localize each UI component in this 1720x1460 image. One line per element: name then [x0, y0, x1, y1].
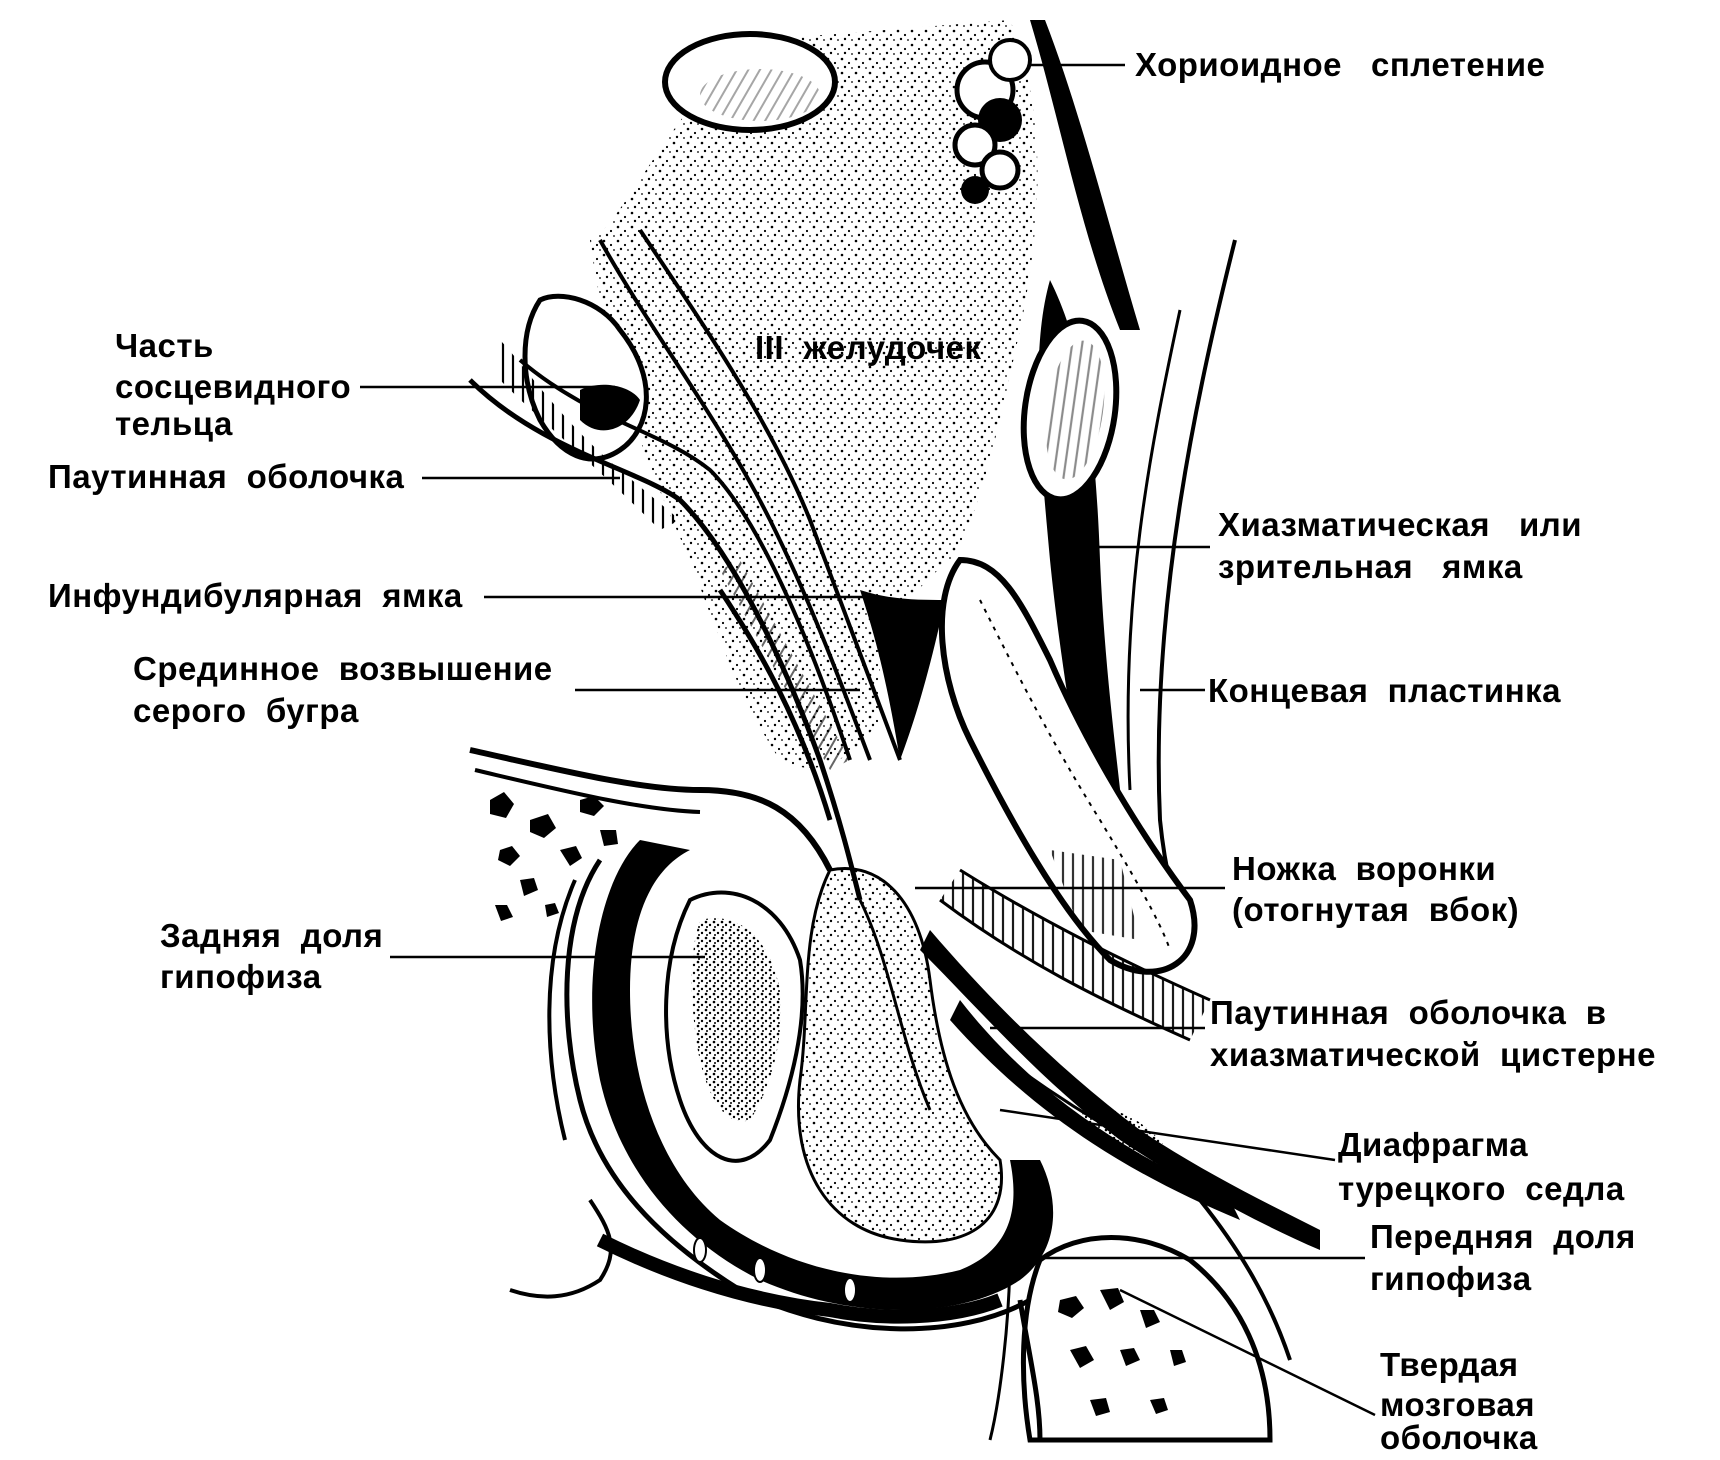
label-arachnoid: Паутинная оболочка — [48, 458, 405, 495]
infundibular-stalk — [938, 556, 1198, 975]
anterior-lobe — [797, 867, 1003, 1244]
label-chiasmatic-2: зрительная ямка — [1218, 548, 1523, 585]
lamina-dark-band — [1030, 20, 1140, 330]
label-mammillary-1: Часть — [115, 327, 214, 364]
label-anterior-lobe-2: гипофиза — [1370, 1260, 1532, 1297]
bone-trabeculae-left — [490, 792, 618, 921]
label-dura-1: Твердая — [1380, 1346, 1519, 1383]
label-chiasmatic-1: Хиазматическая или — [1218, 506, 1583, 543]
sella-bone-left — [468, 777, 660, 954]
dura-capsule — [592, 840, 1054, 1310]
label-mammillary-2: сосцевидного — [115, 368, 352, 405]
label-median-eminence-2: серого бугра — [133, 692, 359, 729]
leader-dura — [1119, 1288, 1376, 1417]
illustration — [468, 20, 1320, 1443]
label-infundibular-recess: Инфундибулярная ямка — [48, 577, 463, 614]
arachnoid-cistern — [940, 870, 1210, 1040]
diaphragm-sellae — [920, 930, 1320, 1250]
label-stalk-2: (отогнутая вбок) — [1232, 891, 1520, 928]
infundibular-recess — [860, 590, 945, 760]
label-dura-2: мозговая — [1380, 1386, 1536, 1423]
label-posterior-lobe-1: Задняя доля — [160, 917, 384, 954]
leader-lines — [360, 63, 1376, 1417]
label-choroid-plexus: Хориоидное сплетение — [1135, 46, 1546, 83]
label-posterior-lobe-2: гипофиза — [160, 958, 322, 995]
arachnoid-wall-inner — [518, 358, 852, 761]
label-anterior-lobe-1: Передняя доля — [1370, 1218, 1636, 1255]
label-stalk-1: Ножка воронки — [1232, 850, 1497, 887]
label-dura-3: оболочка — [1380, 1419, 1538, 1456]
lamina-terminalis-outline — [1156, 239, 1237, 951]
label-lamina-terminalis: Концевая пластинка — [1208, 672, 1562, 709]
label-mammillary-3: тельца — [115, 405, 233, 442]
leader-diaphragm — [999, 1108, 1336, 1162]
label-third-ventricle: III желудочек — [755, 329, 982, 366]
choroid-plexus — [952, 38, 1032, 204]
label-arachnoid-cistern-2: хиазматической цистерне — [1210, 1036, 1656, 1073]
label-median-eminence-1: Срединное возвышение — [133, 650, 553, 687]
label-diaphragm-1: Диафрагма — [1338, 1126, 1529, 1163]
label-arachnoid-cistern-1: Паутинная оболочка в — [1210, 994, 1607, 1031]
bone-trabeculae-right — [1058, 1288, 1186, 1416]
label-diaphragm-2: турецкого седла — [1338, 1170, 1625, 1207]
sella-bone-right — [1020, 1235, 1273, 1443]
dura-bottom-band — [596, 1233, 1003, 1324]
third-ventricle-shading — [590, 20, 1038, 768]
